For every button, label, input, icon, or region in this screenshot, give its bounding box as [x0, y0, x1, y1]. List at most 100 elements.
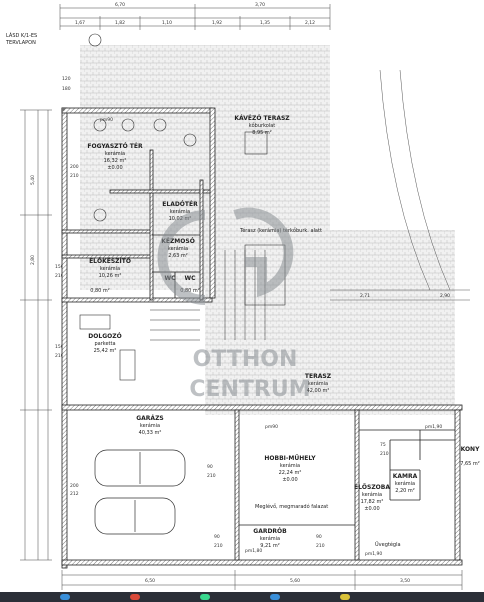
car-icon: [94, 497, 176, 535]
site-lines: [330, 69, 470, 301]
misc-pm-5: pm1,90: [425, 424, 442, 430]
watermark-line-2: CENTRUM: [189, 377, 310, 402]
svg-text:25,42 m²: 25,42 m²: [94, 348, 117, 354]
svg-text:0,80 m²: 0,80 m²: [180, 288, 200, 294]
room-fogyaszto: FOGYASZTÓ TÉR kerámia 16,32 m² ±0.00: [87, 142, 143, 171]
svg-text:KAMRA: KAMRA: [393, 473, 418, 480]
svg-text:FOGYASZTÓ TÉR: FOGYASZTÓ TÉR: [87, 142, 143, 150]
note-line-2: TERVLAPON: [5, 40, 36, 46]
car-icon: [94, 449, 186, 487]
svg-text:kerámia: kerámia: [170, 208, 190, 215]
taskbar-app-icon[interactable]: [130, 594, 140, 600]
taskbar: [0, 592, 484, 602]
dim-left-9: 150: [55, 344, 64, 350]
dim-top-6: 1,92: [212, 20, 222, 26]
svg-text:kerámia: kerámia: [140, 422, 160, 429]
room-hobbi: HOBBI-MŰHELY kerámia 22,24 m² ±0.00: [264, 455, 316, 483]
misc-pm-3: pm1,80: [245, 548, 262, 554]
room-kamra: KAMRA kerámia 2,20 m²: [393, 473, 418, 494]
svg-text:kerámia: kerámia: [260, 535, 280, 542]
dim-top-1: 6,70: [115, 2, 125, 8]
svg-text:kerámia: kerámia: [395, 480, 415, 487]
svg-text:GARDRÓB: GARDRÓB: [253, 528, 287, 535]
svg-text:ELADÓTÉR: ELADÓTÉR: [162, 200, 198, 208]
svg-text:kerámia: kerámia: [308, 380, 328, 387]
svg-text:2,63 m²: 2,63 m²: [168, 253, 188, 259]
misc-pm-1: pm90: [100, 117, 113, 123]
svg-text:WC: WC: [184, 275, 196, 282]
room-kavezo: KÁVÉZÓ TERASZ kőburkolat 8,95 m²: [234, 114, 290, 136]
dim-top-3: 1,67: [75, 20, 85, 26]
svg-text:10,26 m²: 10,26 m²: [99, 273, 122, 279]
svg-text:2,20 m²: 2,20 m²: [395, 488, 415, 494]
room-konyha: KONY 7,65 m²: [460, 446, 480, 467]
otthon-centrum-logo: [157, 207, 294, 305]
svg-text:8,95 m²: 8,95 m²: [252, 130, 272, 136]
door-dim-8: 210: [316, 543, 325, 549]
note-line-1: LÁSD K/1-ES: [6, 32, 37, 39]
svg-text:±0.00: ±0.00: [107, 165, 122, 171]
svg-text:40,33 m²: 40,33 m²: [139, 430, 162, 436]
dim-top-2: 3,70: [255, 2, 265, 8]
top-dimension-lines: [59, 4, 331, 30]
door-dim-5: 90: [214, 534, 220, 540]
dim-right-2: 2,90: [440, 293, 450, 299]
misc-pm-4: pm1,90: [365, 551, 382, 557]
room-gardrob: GARDRÓB kerámia 9,21 m²: [253, 528, 287, 549]
door-dim-2: 210: [207, 473, 216, 479]
dim-left-5: 200: [70, 164, 79, 170]
dim-left-4: 180: [62, 86, 71, 92]
door-dim-6: 210: [214, 543, 223, 549]
watermark-line-1: OTTHON: [193, 347, 298, 372]
taskbar-app-icon[interactable]: [340, 594, 350, 600]
svg-text:KÁVÉZÓ TERASZ: KÁVÉZÓ TERASZ: [234, 114, 290, 122]
svg-text:HOBBI-MŰHELY: HOBBI-MŰHELY: [264, 455, 316, 462]
svg-text:parketta: parketta: [94, 341, 115, 347]
dim-bottom-3: 3,50: [400, 578, 410, 584]
door-dim-7: 90: [316, 534, 322, 540]
paving-cafe-terrace: [215, 110, 300, 170]
dim-left-10: 210: [55, 353, 64, 359]
dim-left-7: 150: [55, 264, 64, 270]
taskbar-app-icon[interactable]: [60, 594, 70, 600]
room-terasz: TERASZ kerámia 42,00 m²: [305, 373, 332, 394]
taskbar-app-icon[interactable]: [270, 594, 280, 600]
door-dim-4: 210: [380, 451, 389, 457]
svg-text:kőburkolat: kőburkolat: [249, 123, 276, 129]
svg-text:KONY: KONY: [461, 446, 481, 453]
dim-left-8: 210: [55, 273, 64, 279]
dim-left-2: 2,80: [30, 255, 36, 265]
walls: [61, 107, 463, 569]
room-kezmoso: KÉZMOSÓ kerámia 2,63 m²: [161, 237, 195, 259]
taskbar-app-icon[interactable]: [200, 594, 210, 600]
dim-bottom-1: 6,50: [145, 578, 155, 584]
svg-text:KÉZMOSÓ: KÉZMOSÓ: [161, 237, 195, 245]
svg-text:±0.00: ±0.00: [364, 506, 379, 512]
svg-text:±0.00: ±0.00: [282, 477, 297, 483]
svg-text:ELŐKÉSZÍTŐ: ELŐKÉSZÍTŐ: [89, 257, 131, 265]
door-dim-1: 90: [207, 464, 213, 470]
room-wc-2: WC 0,80 m²: [180, 275, 200, 294]
svg-text:DOLGOZÓ: DOLGOZÓ: [88, 333, 121, 340]
svg-text:kerámia: kerámia: [280, 462, 300, 469]
dim-top-8: 2,12: [305, 20, 315, 26]
svg-text:16,32 m²: 16,32 m²: [104, 158, 127, 164]
annotation-meglevo: Meglévő, megmaradó falazat: [255, 503, 328, 510]
door-dim-9: 200: [70, 483, 79, 489]
svg-text:kerámia: kerámia: [168, 245, 188, 252]
door-dim-3: 75: [380, 442, 386, 448]
door-dim-10: 212: [70, 491, 79, 497]
svg-text:17,82 m²: 17,82 m²: [361, 499, 384, 505]
dim-right-1: 2,71: [360, 293, 370, 299]
svg-text:9,21 m²: 9,21 m²: [260, 543, 280, 549]
dim-top-4: 1,82: [115, 20, 125, 26]
room-elokeszito: ELŐKÉSZÍTŐ kerámia 10,26 m²: [89, 257, 131, 279]
svg-text:7,65 m²: 7,65 m²: [460, 461, 480, 467]
room-dolgozo: DOLGOZÓ parketta 25,42 m²: [88, 333, 121, 354]
dim-top-7: 1,35: [260, 20, 270, 26]
svg-text:GARÁZS: GARÁZS: [136, 415, 164, 422]
bottom-dimension-lines: [61, 570, 463, 590]
svg-text:ELŐSZOBA: ELŐSZOBA: [354, 484, 390, 491]
svg-text:kerámia: kerámia: [362, 491, 382, 498]
